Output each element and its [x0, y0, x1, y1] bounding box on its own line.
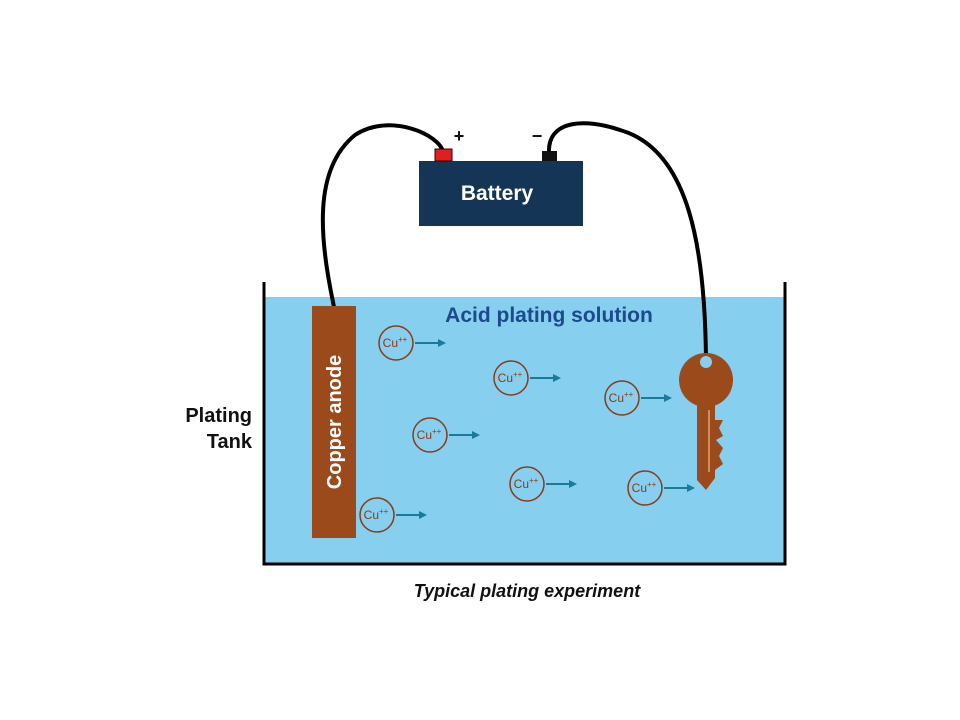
ion-circle [627, 470, 663, 506]
copper-ion: Cu++ [493, 360, 561, 396]
copper-ion: Cu++ [509, 466, 577, 502]
tank-label-line2: Tank [207, 431, 253, 453]
solution-label: Acid plating solution [445, 304, 653, 327]
ion-label: Cu++ [364, 507, 389, 522]
ion-label: Cu++ [514, 476, 539, 491]
ion-circle [604, 380, 640, 416]
battery-label: Battery [461, 182, 534, 205]
terminal-positive [434, 148, 453, 162]
plating-tank [262, 282, 787, 566]
terminal-negative [542, 151, 557, 161]
key-cathode [679, 353, 733, 490]
copper-ion: Cu++ [412, 417, 480, 453]
tank-label-line1: Plating [185, 405, 252, 427]
ion-label: Cu++ [383, 335, 408, 350]
copper-ion: Cu++ [627, 470, 695, 506]
wire-negative [546, 121, 708, 362]
copper-anode [312, 306, 356, 538]
ion-circle [509, 466, 545, 502]
caption: Typical plating experiment [414, 581, 641, 601]
ion-circle [493, 360, 529, 396]
anode-label: Copper anode [324, 355, 346, 489]
ion-label: Cu++ [417, 427, 442, 442]
copper-ion: Cu++ [604, 380, 672, 416]
ion-label: Cu++ [632, 480, 657, 495]
copper-ion: Cu++ [378, 325, 446, 361]
wire-positive [320, 123, 445, 309]
ion-label: Cu++ [498, 370, 523, 385]
negative-symbol: − [532, 126, 543, 146]
ion-circle [378, 325, 414, 361]
positive-symbol: + [454, 126, 465, 146]
copper-ion: Cu++ [359, 497, 427, 533]
copper-ions: Cu++ Cu++ Cu++ Cu++ Cu++ Cu++ Cu++ [359, 325, 695, 533]
ion-label: Cu++ [609, 390, 634, 405]
ion-circle [359, 497, 395, 533]
battery [419, 161, 583, 226]
ion-circle [412, 417, 448, 453]
